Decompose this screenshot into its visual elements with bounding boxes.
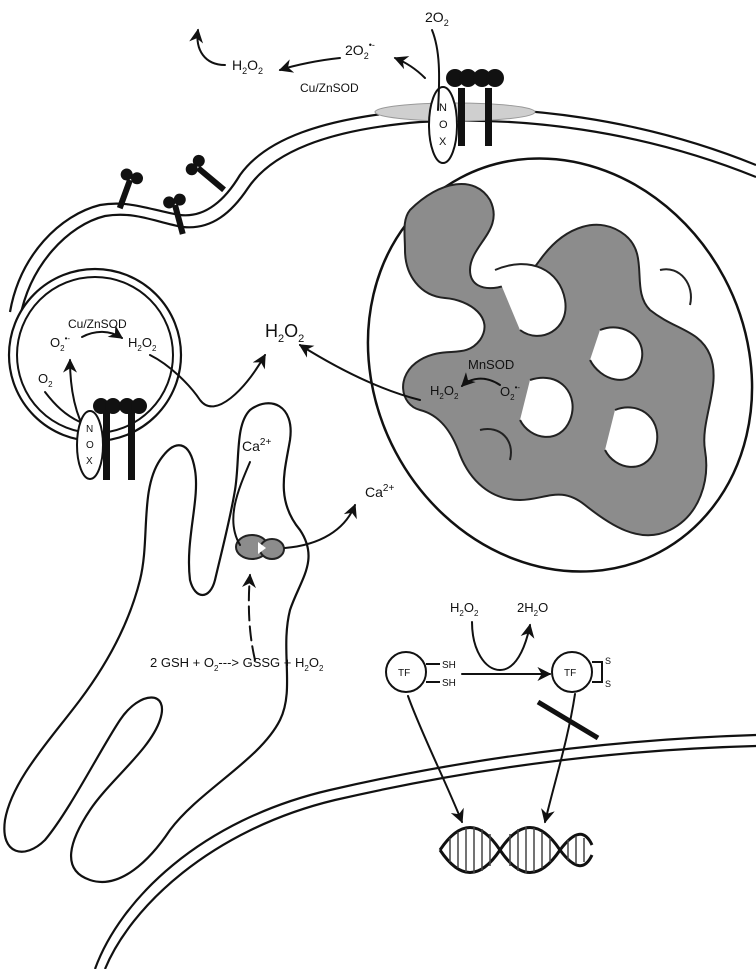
nox-letter-o: O: [439, 119, 448, 131]
tf-oxidized-label: TF: [564, 668, 576, 679]
nox-letter-x: X: [439, 136, 447, 148]
top-h2o2-label: H2O2: [232, 57, 263, 76]
redox-h2o2-label: H2O2: [450, 600, 479, 618]
dna-helix: [440, 827, 592, 873]
endo-nox-letter-x: X: [86, 456, 93, 467]
ca-cytosol-label: Ca2+: [365, 483, 394, 500]
tf-reduced: TF SH SH: [386, 652, 456, 692]
top-o2-label: 2O2: [425, 9, 449, 28]
tf-oxidized: TF S S: [552, 652, 611, 692]
nox-letter-n: N: [439, 102, 447, 114]
gsh-reaction-label: 2 GSH + O2---> GSSG + H2O2: [150, 655, 324, 673]
sh-label-1: SH: [442, 660, 456, 671]
calcium-channel: [236, 535, 284, 559]
nuclear-membrane: [95, 735, 756, 969]
s-label-2: S: [605, 679, 611, 689]
top-superoxide-label: 2O2•-: [345, 40, 375, 61]
top-enzyme-label: Cu/ZnSOD: [300, 81, 359, 95]
cytosol-h2o2-label: H2O2: [265, 321, 304, 345]
s-label-1: S: [605, 656, 611, 666]
sh-label-2: SH: [442, 678, 456, 689]
redox-water-label: 2H2O: [517, 600, 548, 618]
ca-er-label: Ca2+: [242, 437, 271, 454]
endo-nox-letter-n: N: [86, 424, 93, 435]
mito-enzyme-label: MnSOD: [468, 357, 514, 372]
mitochondrion: [296, 90, 756, 639]
tf-reduced-label: TF: [398, 668, 410, 679]
endo-nox-letter-o: O: [86, 440, 94, 451]
endosome-enzyme-label: Cu/ZnSOD: [68, 317, 127, 331]
